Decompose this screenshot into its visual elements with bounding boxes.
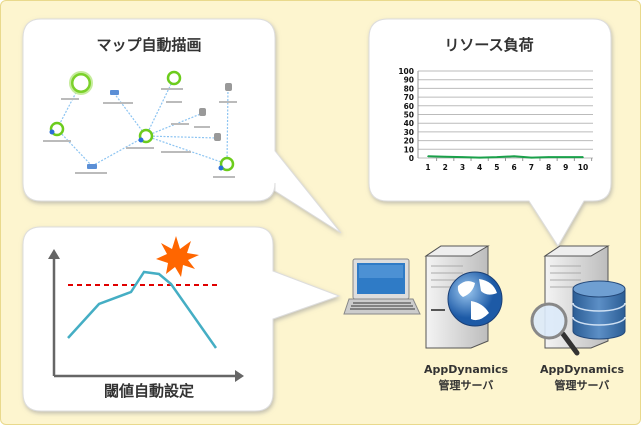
series-line-load [427,155,583,159]
x-tick-label: 5 [494,163,499,172]
y-tick-label: 70 [404,93,414,102]
data-point [496,156,498,158]
x-tick-label: 7 [529,163,534,172]
resource-title: リソース負荷 [444,36,533,54]
threshold-title: 閾値自動設定 [104,382,194,400]
server-1-name: AppDynamics [424,363,509,376]
laptop-icon [343,258,421,315]
data-point [461,156,464,158]
burst-icon [156,236,199,277]
x-tick-label: 9 [563,163,568,172]
x-tick-label: 10 [578,163,588,172]
y-tick-label: 40 [404,119,414,128]
data-point [547,156,550,158]
data-point [530,156,533,159]
threshold-bubble [22,226,341,412]
map-bubble [22,18,342,234]
y-tick-label: 100 [398,67,414,76]
metric-line [67,270,218,349]
x-axis-arrow [235,370,244,382]
y-tick-label: 20 [404,137,414,146]
map-nodes [43,70,237,178]
y-axis-arrow [48,249,60,259]
database-icon [572,280,626,340]
magnifier-icon [530,302,580,356]
server-web-icon [424,245,503,349]
map-title: マップ自動描画 [96,36,201,54]
data-point [564,156,567,158]
application-map [56,77,229,167]
data-point [427,155,429,158]
x-tick-label: 4 [477,163,482,172]
data-point [582,156,584,158]
server-2-role: 管理サーバ [555,378,610,392]
data-point [444,155,447,158]
data-point [478,156,481,159]
resource-bubble [368,18,612,247]
data-point [513,155,515,158]
y-tick-label: 50 [404,111,414,120]
x-tick-label: 6 [512,163,517,172]
server-2-name: AppDynamics [540,363,625,376]
y-tick-label: 10 [404,145,414,154]
y-tick-label: 80 [404,84,414,93]
y-tick-label: 0 [409,154,414,163]
server-db-icon [530,245,626,356]
x-tick-label: 2 [443,163,448,172]
y-tick-label: 30 [404,128,414,137]
x-tick-label: 3 [460,163,465,172]
y-tick-label: 90 [404,76,414,85]
y-tick-label: 60 [404,102,414,111]
x-tick-label: 8 [546,163,551,172]
threshold-chart [48,236,244,382]
server-1-role: 管理サーバ [439,378,494,392]
x-tick-label: 1 [425,163,430,172]
